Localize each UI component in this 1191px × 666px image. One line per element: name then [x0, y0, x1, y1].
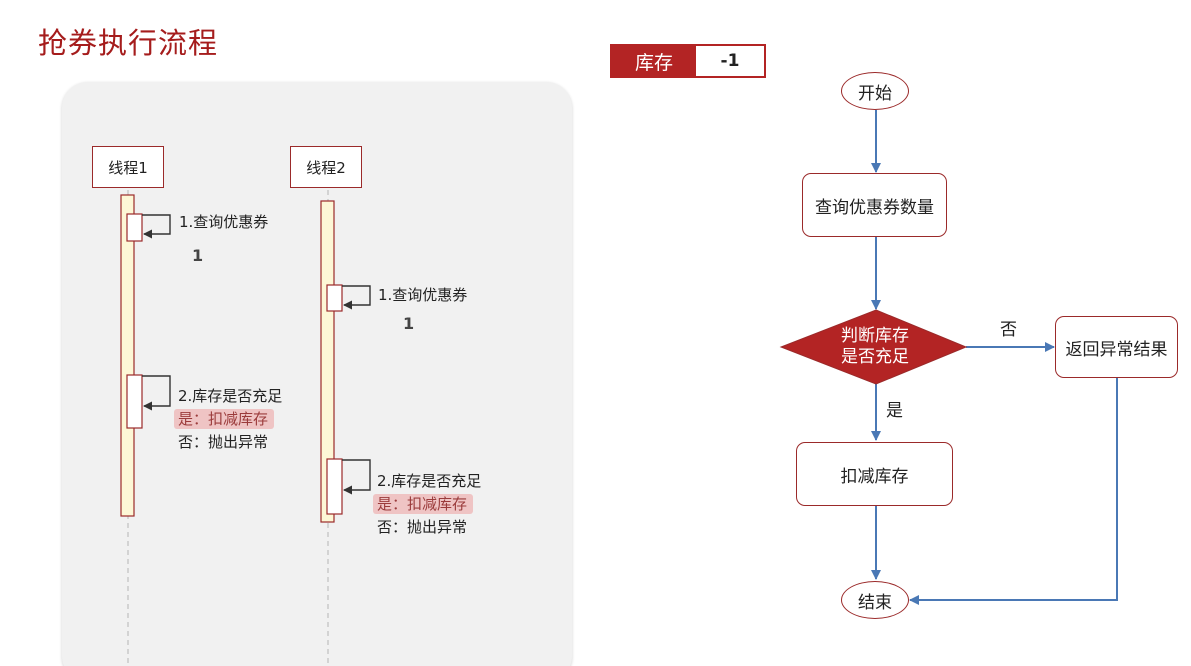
thread2-activation-bar — [320, 200, 335, 523]
thread2-query-result: 1 — [403, 314, 415, 333]
thread1-check-activation — [126, 374, 143, 429]
flow-no-label: 否 — [1000, 320, 1017, 340]
thread2-query-arrow — [342, 285, 371, 310]
thread2-yes-text: 是：扣减库存 — [373, 494, 474, 514]
thread2-yes-row: 是：扣减库存 — [373, 493, 474, 514]
thread1-query-result: 1 — [192, 246, 204, 265]
thread2-query-label: 1.查询优惠券 — [378, 286, 468, 304]
decision-diamond — [779, 309, 968, 385]
thread1-yes-row: 是：扣减库存 — [174, 408, 275, 429]
flow-yes-label: 是 — [886, 401, 903, 421]
thread2-box: 线程2 — [290, 146, 362, 188]
flow-end-node: 结束 — [841, 581, 909, 619]
flow-query-node: 查询优惠券数量 — [802, 173, 947, 237]
stock-value: -1 — [720, 51, 740, 71]
stock-indicator: 库存 -1 — [610, 44, 766, 78]
thread1-activation-bar — [120, 194, 135, 517]
thread2-query-activation — [326, 284, 343, 312]
thread2-check-arrow — [342, 459, 371, 495]
thread1-query-arrow — [142, 214, 171, 239]
thread1-check-arrow — [142, 375, 171, 411]
thread1-no-text: 否：抛出异常 — [178, 433, 269, 451]
flow-decision-line2: 是否充足 — [841, 347, 909, 367]
thread1-box: 线程1 — [92, 146, 164, 188]
page-title: 抢券执行流程 — [38, 26, 219, 60]
thread1-query-activation — [126, 213, 143, 242]
stock-label: 库存 — [612, 46, 696, 76]
thread1-yes-text: 是：扣减库存 — [174, 409, 275, 429]
flow-error-node: 返回异常结果 — [1055, 316, 1178, 378]
arrow-error-to-end — [909, 378, 1118, 605]
thread2-no-text: 否：抛出异常 — [377, 518, 468, 536]
flow-start-node: 开始 — [841, 72, 909, 110]
thread1-query-label: 1.查询优惠券 — [179, 213, 269, 231]
flow-decision-text: 判断库存 是否充足 — [800, 326, 950, 368]
flow-deduct-node: 扣减库存 — [796, 442, 953, 506]
thread2-check-activation — [326, 458, 343, 515]
flow-decision-line1: 判断库存 — [841, 326, 909, 346]
thread2-check-label: 2.库存是否充足 — [377, 472, 482, 490]
thread1-check-label: 2.库存是否充足 — [178, 387, 283, 405]
